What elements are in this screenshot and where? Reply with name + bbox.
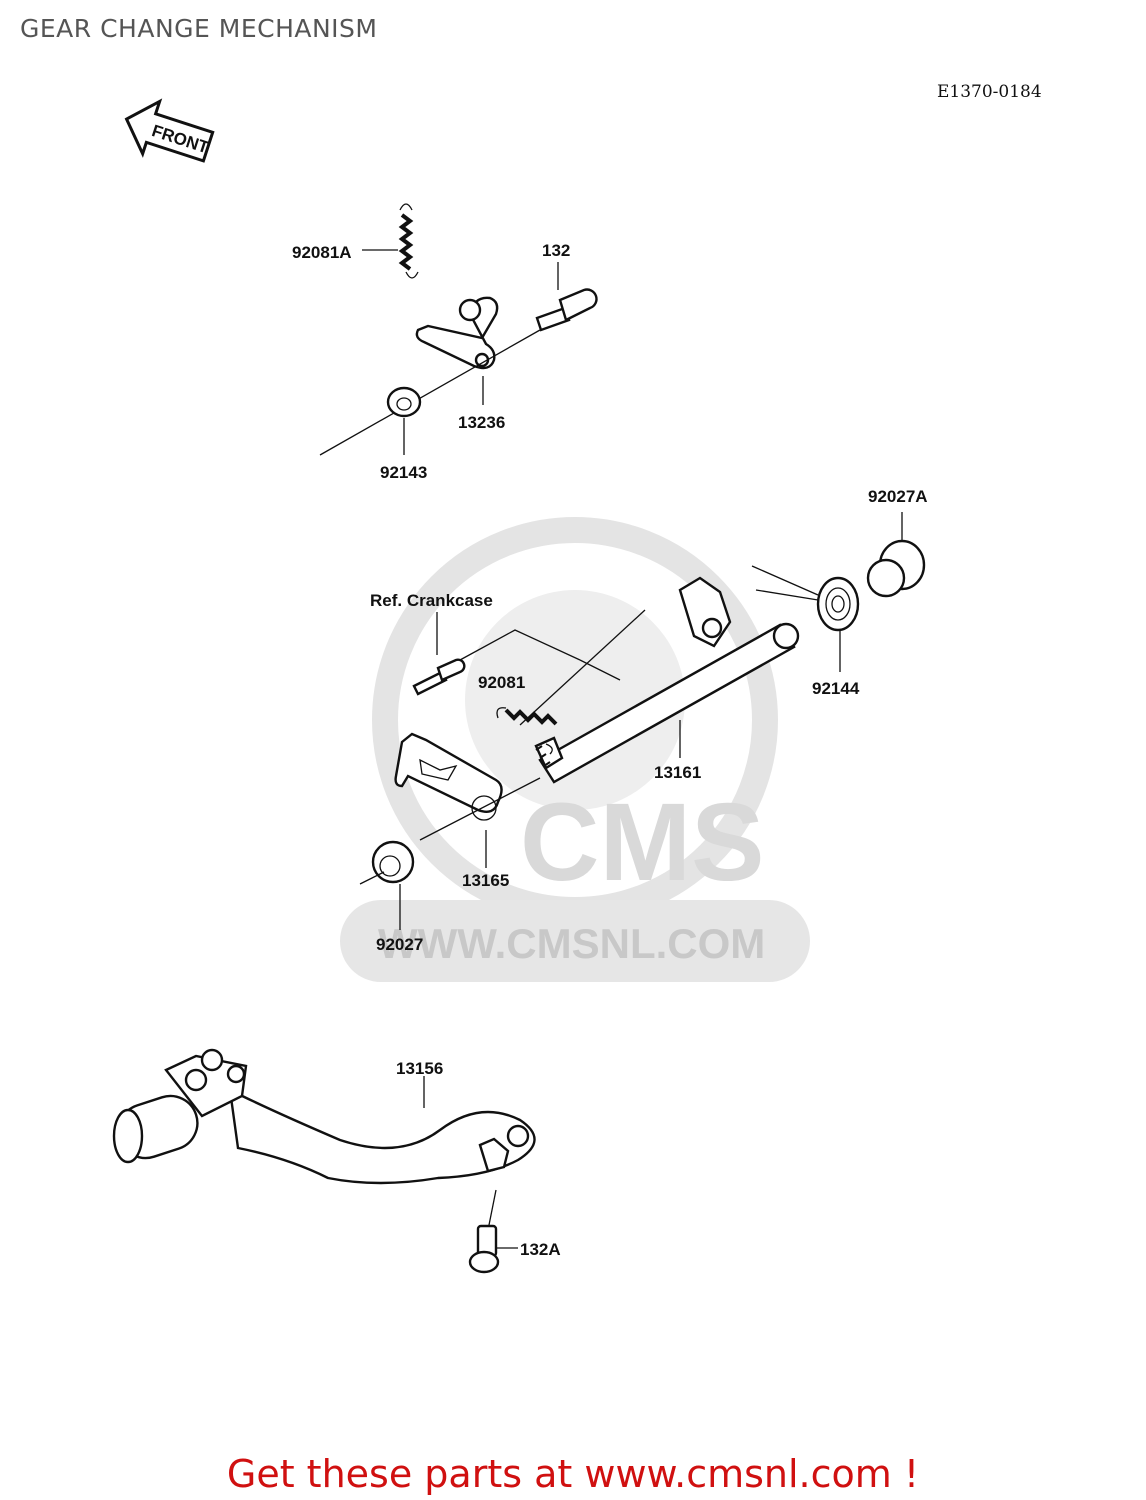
label-92027: 92027 xyxy=(376,935,423,954)
label-92144: 92144 xyxy=(812,679,860,698)
label-92081: 92081 xyxy=(478,673,525,692)
bolt-132a xyxy=(468,1189,518,1274)
shaft-13161 xyxy=(534,576,800,784)
label-132: 132 xyxy=(542,241,570,260)
callout-labels: 92081A 132 13236 92143 92027A Ref. Crank… xyxy=(292,241,928,1259)
footer-link[interactable]: Get these parts at www.cmsnl.com ! xyxy=(226,1452,920,1496)
seal-92027a xyxy=(866,512,926,598)
front-arrow-icon: FRONT xyxy=(124,98,215,163)
label-13161: 13161 xyxy=(654,763,701,782)
exploded-diagram: CMS WWW.CMSNL.COM FRONT xyxy=(112,98,928,1274)
label-ref-crankcase: Ref. Crankcase xyxy=(370,591,493,610)
label-92081a: 92081A xyxy=(292,243,352,262)
label-92027a: 92027A xyxy=(868,487,928,506)
label-13165: 13165 xyxy=(462,871,509,890)
spring-92144 xyxy=(751,565,860,672)
label-13156: 13156 xyxy=(396,1059,443,1078)
plate-13165 xyxy=(394,732,541,868)
diagram-code: E1370-0184 xyxy=(937,82,1042,102)
label-132a: 132A xyxy=(520,1240,561,1259)
seal-92027 xyxy=(359,840,415,930)
label-92143: 92143 xyxy=(380,463,427,482)
watermark-url: WWW.CMSNL.COM xyxy=(378,920,765,967)
label-13236: 13236 xyxy=(458,413,505,432)
bolt-132 xyxy=(535,262,598,332)
watermark: CMS WWW.CMSNL.COM xyxy=(340,517,810,982)
watermark-brand: CMS xyxy=(520,781,764,904)
page-title: GEAR CHANGE MECHANISM xyxy=(20,14,378,43)
spring-92081 xyxy=(496,609,646,755)
spring-92081a xyxy=(362,203,419,279)
lever-13156 xyxy=(112,1048,536,1185)
washer-92143 xyxy=(386,386,422,455)
arm-13236 xyxy=(319,296,541,456)
